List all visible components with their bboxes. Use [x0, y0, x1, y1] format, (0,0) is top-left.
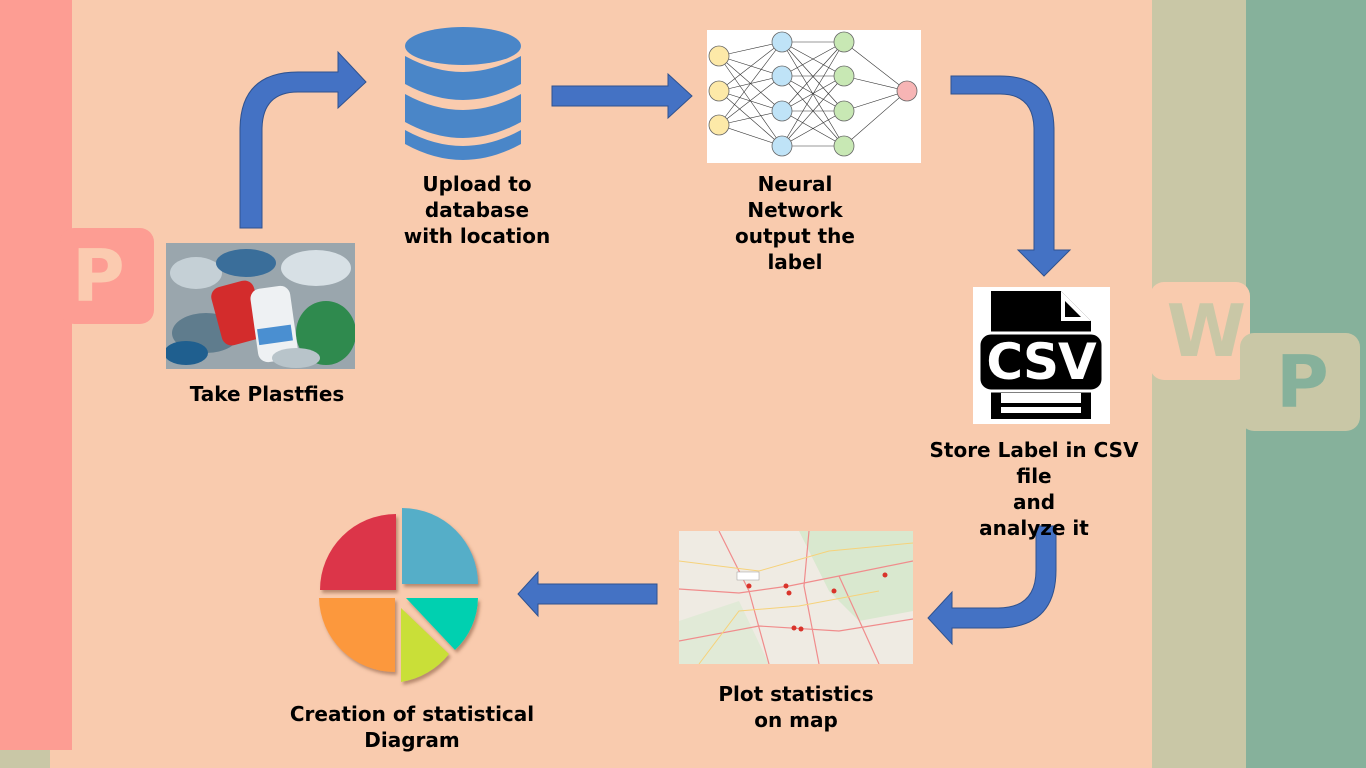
- pie-slice-blue: [402, 508, 478, 584]
- plot-map-label: Plot statistics on map: [718, 682, 874, 732]
- statistical-diagram-label: Creation of statistical Diagram: [289, 702, 535, 752]
- map-icon: [679, 531, 913, 664]
- arrow-neural-to-store: [950, 75, 1072, 277]
- neural-network-label: Neural Network output the label: [735, 172, 855, 274]
- left-p-tab: P: [60, 228, 154, 324]
- right-p-tab: P: [1240, 333, 1360, 431]
- pie-slice-green: [401, 608, 449, 682]
- arrow-store-to-plot: [927, 525, 1057, 646]
- right-w-letter: W: [1166, 289, 1246, 373]
- pie-slice-teal: [406, 598, 478, 650]
- left-color-band: [0, 0, 72, 750]
- pie-chart-icon: [319, 508, 478, 682]
- upload-database-label: Upload to database with location: [403, 172, 551, 248]
- arrow-plot-to-diagram: [517, 570, 658, 618]
- right-w-tab: W: [1150, 282, 1250, 380]
- take-plastics-label: Take Plastfies: [189, 382, 345, 406]
- database-icon: [405, 27, 521, 160]
- right-color-band-beige: [1152, 0, 1246, 768]
- csv-file-box: CSV: [973, 287, 1110, 424]
- pie-slice-red: [320, 514, 396, 590]
- plastic-bottles-photo-icon: [166, 243, 355, 369]
- neural-network-icon: [707, 30, 921, 163]
- pie-slice-orange: [319, 598, 395, 672]
- right-p-letter: P: [1276, 340, 1329, 424]
- store-csv-label: Store Label in CSV file and analyze it: [929, 438, 1139, 540]
- csv-icon-text: CSV: [986, 333, 1096, 391]
- bottom-left-color-band: [0, 750, 50, 768]
- arrow-take-to-upload: [239, 50, 367, 229]
- csv-file-icon: [977, 291, 1105, 419]
- left-p-letter: P: [72, 234, 125, 318]
- arrow-upload-to-neural: [551, 72, 693, 120]
